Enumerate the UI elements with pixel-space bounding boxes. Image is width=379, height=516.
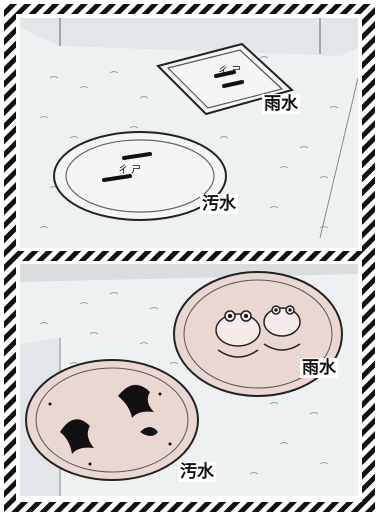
- top-panel-illustration: ㄔ ㄕ ㄔ ㄕ: [20, 18, 358, 248]
- round-sewage-manhole: ㄔ ㄕ: [53, 131, 227, 221]
- back-wall: [20, 18, 358, 56]
- goldfish-design-sewage-manhole: [25, 359, 199, 481]
- bottom-panel-illustration: [20, 264, 358, 496]
- top-panel-plain-covers: ㄔ ㄕ ㄔ ㄕ 雨水 汚水: [20, 18, 358, 248]
- frog-figure: [215, 305, 301, 358]
- svg-text:ㄔ ㄕ: ㄔ ㄕ: [118, 164, 141, 176]
- rainwater-label: 雨水: [300, 358, 338, 378]
- goldfish-figure: [60, 384, 158, 454]
- square-rainwater-manhole: ㄔ ㄕ: [156, 42, 294, 116]
- sewage-label: 汚水: [200, 194, 238, 214]
- sewage-label: 汚水: [178, 462, 216, 482]
- back-wall: [20, 264, 358, 282]
- rainwater-label: 雨水: [262, 94, 300, 114]
- gravel-texture: [39, 56, 339, 229]
- svg-text:ㄔ ㄕ: ㄔ ㄕ: [218, 65, 241, 77]
- bottom-panel-decorated-covers: 雨水 汚水: [20, 264, 358, 496]
